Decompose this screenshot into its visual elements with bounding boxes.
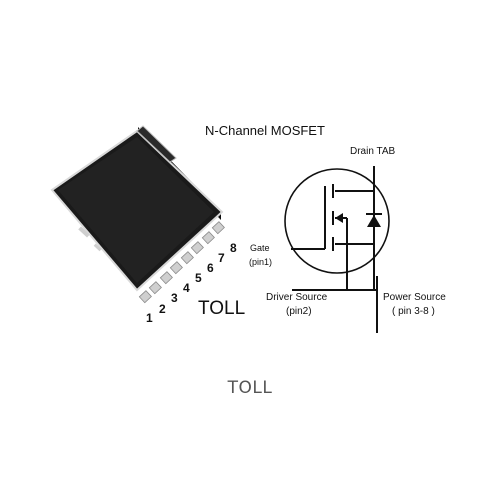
pin-number-8: 8: [230, 241, 237, 255]
pin-number-7: 7: [218, 251, 225, 265]
body-arrow-head: [335, 213, 343, 223]
pin-lead: [159, 271, 173, 285]
pin-lead: [211, 221, 225, 235]
mosfet-symbol-circle: [284, 168, 390, 274]
pin-number-3: 3: [171, 291, 178, 305]
package-tab: [136, 125, 177, 163]
pin-number-4: 4: [183, 281, 190, 295]
gate-label: Gate: [250, 243, 270, 253]
drain-label: Drain TAB: [350, 146, 396, 157]
driver-source-pin-label: (pin2): [286, 306, 312, 317]
pin-number-5: 5: [195, 271, 202, 285]
package-top-highlight: [58, 137, 214, 283]
pin-number-1: 1: [146, 311, 153, 325]
schematic-title: N-Channel MOSFET: [205, 123, 325, 138]
pin-lead: [201, 231, 215, 245]
driver-source-label: Driver Source: [266, 292, 328, 303]
pin-number-6: 6: [207, 261, 214, 275]
pin-lead: [148, 281, 162, 295]
pin-number-2: 2: [159, 302, 166, 316]
pin-lead: [138, 290, 152, 304]
toll-package: 1 2 3 4 5 6 7 8 TOLL: [50, 125, 245, 325]
body-diode-triangle: [367, 215, 381, 227]
power-source-label: Power Source: [383, 292, 446, 303]
pin-numbers: 1 2 3 4 5 6 7 8: [146, 241, 237, 325]
pin-lead: [180, 251, 194, 265]
power-source-pin-label: ( pin 3-8 ): [392, 306, 435, 317]
gate-pin-label: (pin1): [249, 257, 272, 267]
mosfet-schematic: N-Channel MOSFET Drain TAB: [205, 123, 446, 333]
pin-lead: [169, 261, 183, 275]
package-pins: [138, 221, 225, 304]
package-notch: [78, 226, 90, 238]
package-notch: [93, 243, 102, 252]
package-name-label: TOLL: [198, 298, 245, 319]
image-caption: TOLL: [227, 378, 273, 398]
pin-lead: [190, 241, 204, 255]
